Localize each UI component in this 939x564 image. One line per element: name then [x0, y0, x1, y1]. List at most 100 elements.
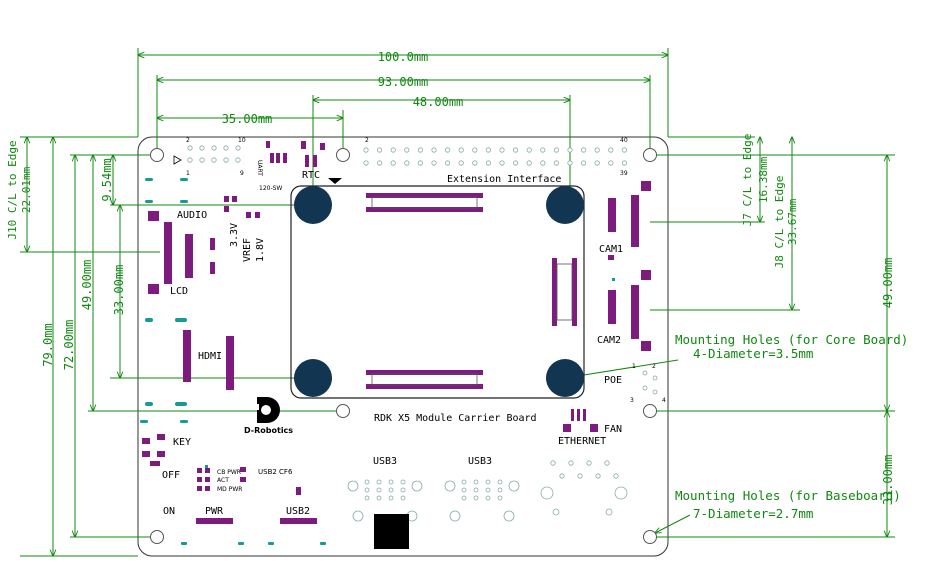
pin-pad	[444, 147, 451, 153]
pin-pad	[552, 508, 560, 516]
pin-pad	[526, 160, 532, 166]
usb2-cf6-label: USB2 CF6	[258, 468, 293, 476]
pin-pad	[503, 510, 515, 522]
tl-pin-10: 10	[238, 137, 246, 144]
pin-pad	[431, 160, 437, 166]
pin-pad	[458, 160, 464, 166]
pin-pad	[559, 473, 565, 479]
pin-pad	[411, 480, 423, 492]
pin-pad	[376, 147, 383, 153]
led-act-label: ACT	[217, 477, 229, 484]
pin-pad	[388, 495, 394, 501]
pin-pad	[376, 479, 382, 485]
usb3-block	[374, 514, 409, 549]
poe-pin-2: 2	[652, 363, 656, 370]
rtc-label: RTC	[302, 170, 320, 181]
teal-marks	[140, 178, 615, 468]
pin-pad	[485, 160, 491, 166]
pin-pad	[553, 160, 560, 166]
pin-pad	[485, 495, 491, 501]
logo-text: D-Robotics	[244, 426, 293, 435]
pin-pad	[404, 147, 410, 153]
pin-pad	[461, 487, 467, 493]
led-cb-label: CB PWR	[217, 469, 241, 476]
pin-pad	[376, 495, 382, 501]
dim-j10-label: J10 C/L to Edge	[6, 140, 19, 239]
extension-header	[328, 147, 628, 184]
pin-pad	[444, 480, 456, 492]
usb2-label: USB2	[286, 506, 310, 517]
dim-j10-value: 22.01mm	[20, 166, 33, 213]
pwr-label: PWR	[205, 506, 224, 517]
pin-pad	[621, 147, 628, 153]
ext-pin-2: 2	[365, 137, 369, 144]
core-board-mounting-holes	[294, 186, 584, 397]
usb3-a-label: USB3	[373, 456, 397, 467]
pin-pad	[388, 487, 394, 493]
pin-pad	[458, 147, 464, 153]
cam1-label: CAM1	[599, 244, 623, 255]
d-robotics-logo	[253, 397, 280, 423]
dim-height-49-left: 49.00mm	[80, 260, 94, 311]
pin-pad	[376, 487, 382, 493]
pin-pad	[577, 473, 583, 479]
pin-pad	[473, 487, 479, 493]
tl-pin-9: 9	[240, 170, 244, 177]
pin-pad	[376, 160, 383, 166]
dim-j7-value: 16.38mm	[757, 156, 770, 203]
base-hole	[336, 148, 350, 162]
pin-pad	[512, 160, 519, 166]
status-leds	[197, 467, 301, 495]
dim-width-100: 100.0mm	[378, 50, 429, 64]
pin-pad	[472, 160, 478, 166]
pin-pad	[473, 495, 479, 501]
base-hole	[643, 404, 657, 418]
pin-pad	[594, 160, 600, 166]
note-base-title: Mounting Holes (for Baseboard)	[675, 488, 901, 503]
pin-pad	[187, 157, 193, 163]
pin-pad	[540, 147, 546, 153]
pin-pad	[621, 160, 628, 166]
pin-pad	[526, 147, 532, 153]
cam2-label: CAM2	[597, 335, 621, 346]
dim-height-9-54: 9.54mm	[100, 158, 114, 201]
pin-pad	[364, 479, 370, 485]
pin-pad	[497, 495, 503, 501]
note-core-title: Mounting Holes (for Core Board)	[675, 332, 908, 347]
pin-pad	[595, 473, 601, 479]
hdmi-connector	[145, 318, 234, 406]
dim-height-72: 72.00mm	[62, 320, 76, 371]
pin-pad	[352, 510, 364, 522]
pin-pad	[199, 157, 205, 163]
note-base-detail: 7-Diameter=2.7mm	[693, 506, 813, 521]
ethernet-label: ETHERNET	[558, 436, 606, 447]
tl-pin-1: 1	[186, 170, 190, 177]
camera-connectors	[608, 181, 651, 351]
pin-pad	[400, 487, 406, 493]
board-outline	[137, 136, 669, 557]
dim-height-33-left: 33.00mm	[112, 265, 126, 316]
v18-label: 1.8V	[255, 238, 266, 262]
hdmi-label: HDMI	[198, 351, 222, 362]
dim-j7-label: J7 C/L to Edge	[741, 134, 754, 227]
poe-pin-1: 1	[632, 363, 636, 370]
off-label: OFF	[162, 470, 180, 481]
pin-pad	[472, 147, 478, 153]
lcd-connector	[148, 211, 215, 294]
baseboard-mounting-holes	[150, 148, 657, 544]
pin-pad	[614, 486, 628, 500]
pin-pad	[400, 479, 406, 485]
dim-j8-label: J8 C/L to Edge	[773, 176, 786, 269]
audio-connector	[224, 196, 260, 218]
pin-pad	[568, 460, 574, 466]
pin-pad	[499, 160, 505, 166]
pin-pad	[223, 157, 229, 163]
key-button	[142, 434, 165, 466]
vref-label: VREF	[242, 238, 253, 262]
led-md-label: MD PWR	[217, 486, 242, 493]
base-hole	[150, 530, 164, 544]
pin-pad	[567, 147, 573, 153]
dim-height-79: 79.0mm	[41, 323, 55, 366]
top-left-header	[187, 145, 241, 163]
